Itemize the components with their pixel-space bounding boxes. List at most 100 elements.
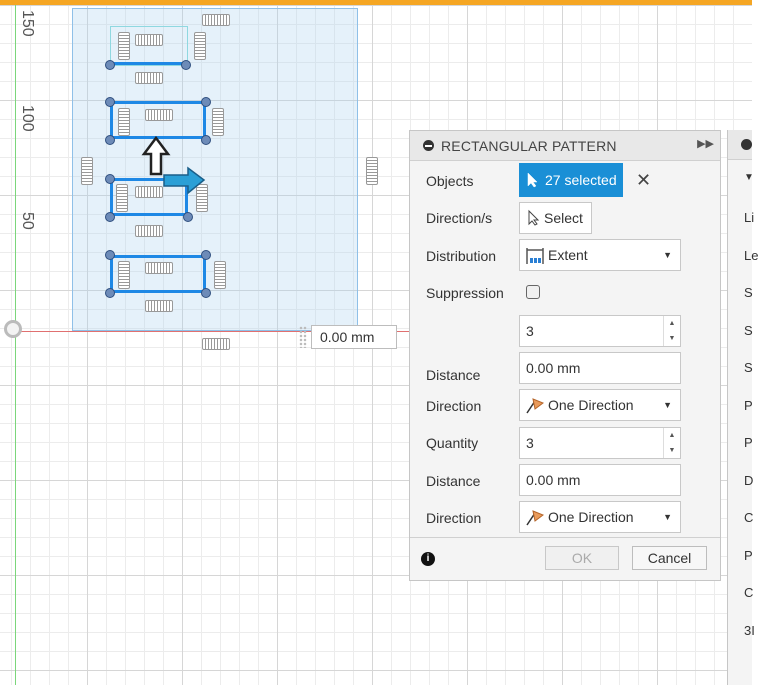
- side-panel-item[interactable]: S: [744, 285, 753, 300]
- cursor-arrow-icon: [527, 172, 538, 188]
- sketch-rectangle[interactable]: [110, 178, 188, 216]
- direction-label: Direction/s: [426, 210, 493, 226]
- cancel-button[interactable]: Cancel: [632, 546, 707, 570]
- sketch-point[interactable]: [105, 97, 115, 107]
- quantity-label: Quantity: [426, 435, 479, 451]
- info-icon[interactable]: i: [421, 552, 435, 566]
- dialog-title: RECTANGULAR PATTERN: [441, 138, 617, 154]
- top-accent-bar: [0, 0, 752, 5]
- side-panel-item[interactable]: Li: [744, 210, 755, 225]
- dimension-icon[interactable]: [214, 261, 226, 289]
- direction-right-arrow-icon[interactable]: [162, 166, 206, 196]
- direction-value: One Direction: [548, 509, 634, 525]
- side-panel-item[interactable]: P: [744, 398, 753, 413]
- dimension-icon[interactable]: [194, 32, 206, 60]
- side-panel-item[interactable]: S: [744, 360, 753, 375]
- dimension-icon[interactable]: [118, 108, 130, 136]
- side-panel-item[interactable]: 3I: [744, 623, 755, 638]
- ruler-label-100: 100: [19, 105, 36, 132]
- triangle-icon[interactable]: ▼: [744, 172, 754, 183]
- direction-flag-icon: [526, 510, 545, 526]
- quantity-spinner[interactable]: ▲ ▼: [663, 428, 680, 458]
- dimension-icon[interactable]: [135, 72, 163, 84]
- spin-up-icon[interactable]: ▲: [668, 432, 676, 439]
- drag-handle[interactable]: [299, 326, 307, 348]
- sketch-point[interactable]: [105, 60, 115, 70]
- chevron-down-icon: ▼: [663, 250, 672, 260]
- quantity-value: 3: [526, 323, 534, 339]
- clear-selection-icon[interactable]: ✕: [636, 170, 652, 190]
- sketch-point[interactable]: [105, 288, 115, 298]
- spin-down-icon[interactable]: ▼: [668, 335, 676, 342]
- sketch-rectangle[interactable]: [110, 255, 206, 293]
- quantity-spinner[interactable]: ▲ ▼: [663, 316, 680, 346]
- side-panel-header[interactable]: [728, 130, 752, 160]
- expand-panel-icon[interactable]: ▶▶: [697, 138, 714, 150]
- distance-label: Distance: [426, 367, 481, 383]
- distance-input[interactable]: 0.00 mm: [519, 464, 681, 496]
- dimension-icon[interactable]: [196, 184, 208, 212]
- side-panel-item[interactable]: P: [744, 435, 753, 450]
- dimension-icon[interactable]: [81, 157, 93, 185]
- sketch-point[interactable]: [201, 250, 211, 260]
- direction-select-button[interactable]: Select: [519, 202, 592, 234]
- sketch-profile[interactable]: [110, 26, 188, 66]
- ruler-label-50: 50: [19, 212, 36, 230]
- side-panel: ▼ Li Le S S S P P D C P C 3I: [727, 130, 758, 685]
- spin-up-icon[interactable]: ▲: [668, 320, 676, 327]
- side-panel-item[interactable]: S: [744, 323, 753, 338]
- quantity-input[interactable]: 3 ▲ ▼: [519, 427, 681, 459]
- dimension-icon[interactable]: [202, 338, 230, 350]
- sketch-point[interactable]: [183, 212, 193, 222]
- direction-up-arrow-icon[interactable]: [141, 135, 171, 176]
- sketch-point[interactable]: [105, 174, 115, 184]
- dialog-header[interactable]: RECTANGULAR PATTERN ▶▶: [410, 131, 720, 161]
- side-panel-item[interactable]: Le: [744, 248, 758, 263]
- objects-selection-button[interactable]: 27 selected: [519, 163, 623, 197]
- sketch-point[interactable]: [201, 97, 211, 107]
- side-panel-item[interactable]: P: [744, 548, 753, 563]
- quantity-input[interactable]: 3 ▲ ▼: [519, 315, 681, 347]
- sketch-point[interactable]: [201, 135, 211, 145]
- extent-icon: [526, 248, 544, 264]
- collapse-icon[interactable]: [741, 139, 752, 150]
- dimension-icon[interactable]: [118, 261, 130, 289]
- sketch-point[interactable]: [201, 288, 211, 298]
- objects-label: Objects: [426, 173, 474, 189]
- dimension-icon[interactable]: [145, 300, 173, 312]
- collapse-icon[interactable]: [423, 140, 434, 151]
- dimension-icon[interactable]: [145, 262, 173, 274]
- dimension-icon[interactable]: [116, 184, 128, 212]
- dimension-icon[interactable]: [118, 32, 130, 60]
- direction-dropdown[interactable]: One Direction ▼: [519, 501, 681, 533]
- dimension-icon[interactable]: [145, 109, 173, 121]
- y-axis-line: [15, 5, 16, 685]
- side-panel-item[interactable]: D: [744, 473, 754, 488]
- sketch-point[interactable]: [181, 60, 191, 70]
- sketch-line[interactable]: [110, 62, 186, 65]
- sketch-point[interactable]: [105, 135, 115, 145]
- dimension-icon[interactable]: [135, 225, 163, 237]
- dimension-icon[interactable]: [366, 157, 378, 185]
- dimension-icon[interactable]: [135, 34, 163, 46]
- dimension-icon[interactable]: [202, 14, 230, 26]
- side-panel-item[interactable]: C: [744, 585, 754, 600]
- distance-input[interactable]: 0.00 mm: [519, 352, 681, 384]
- distribution-label: Distribution: [426, 248, 497, 264]
- direction-flag-icon: [526, 398, 545, 414]
- origin-point[interactable]: [4, 320, 22, 338]
- distribution-dropdown[interactable]: Extent ▼: [519, 239, 681, 271]
- suppression-label: Suppression: [426, 285, 504, 301]
- distribution-value: Extent: [548, 247, 588, 263]
- sketch-rectangle[interactable]: [110, 101, 206, 139]
- suppression-checkbox[interactable]: [526, 285, 540, 299]
- sketch-point[interactable]: [105, 212, 115, 222]
- inline-distance-input[interactable]: 0.00 mm: [311, 325, 397, 349]
- direction-dropdown[interactable]: One Direction ▼: [519, 389, 681, 421]
- spin-down-icon[interactable]: ▼: [668, 447, 676, 454]
- sketch-point[interactable]: [105, 250, 115, 260]
- dimension-icon[interactable]: [135, 186, 163, 198]
- dimension-icon[interactable]: [212, 108, 224, 136]
- ok-button[interactable]: OK: [545, 546, 619, 570]
- side-panel-item[interactable]: C: [744, 510, 754, 525]
